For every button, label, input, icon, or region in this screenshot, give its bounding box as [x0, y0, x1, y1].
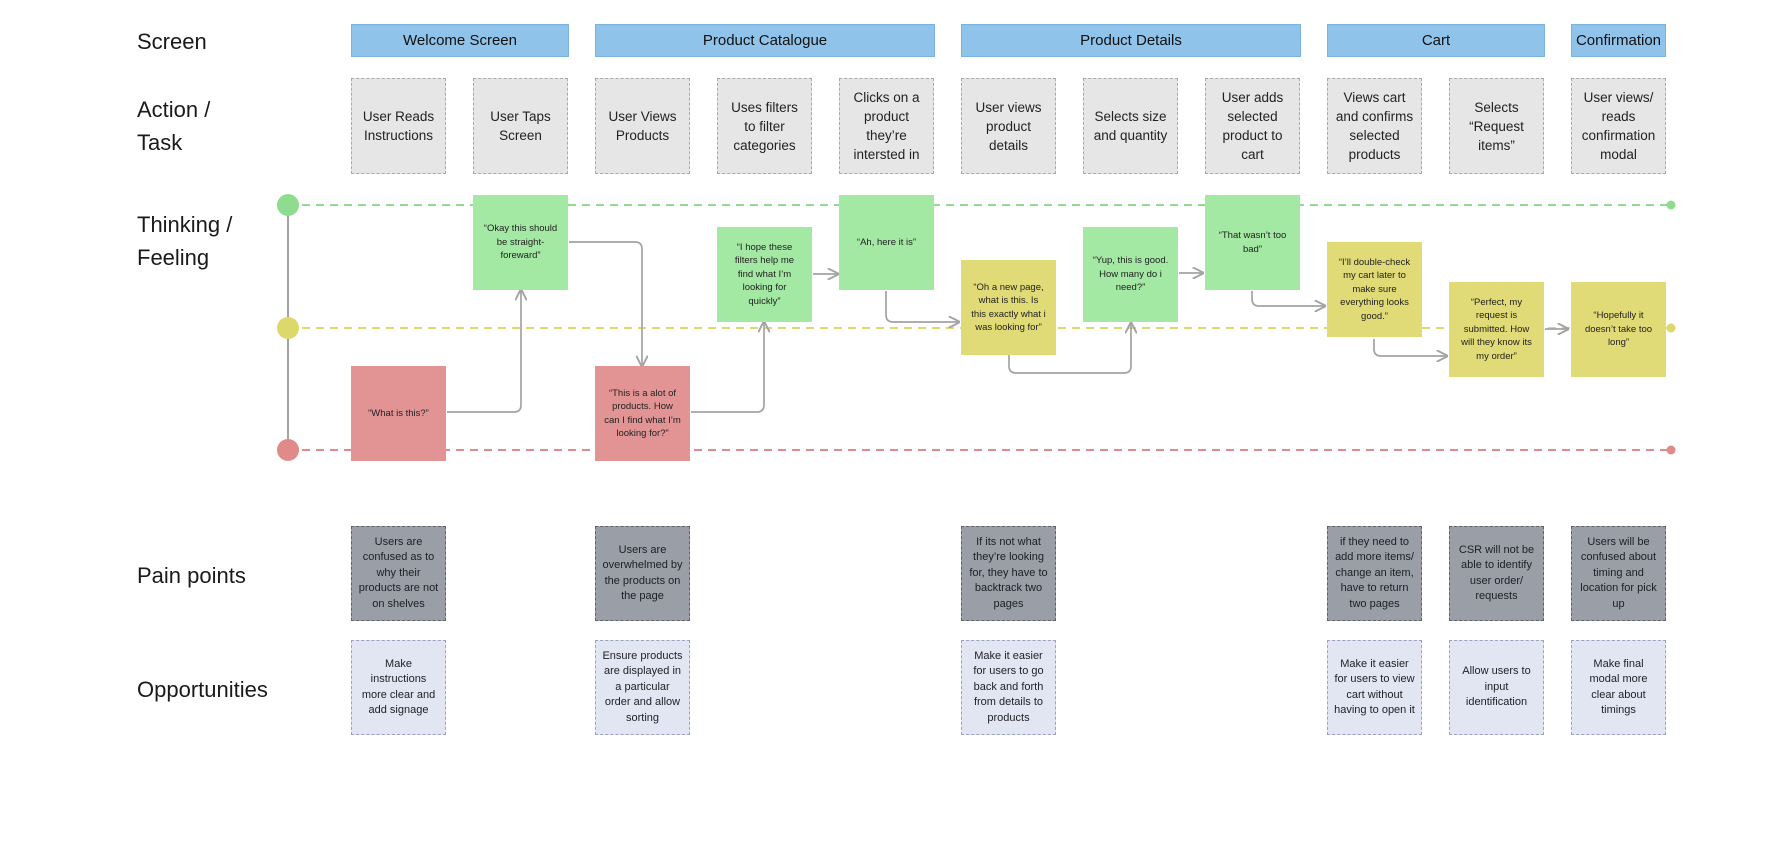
- feeling-note: “Ah, here it is”: [839, 195, 934, 290]
- positive-end-dot: [1666, 200, 1676, 210]
- neutral-end-dot: [1666, 323, 1676, 333]
- feeling-note: “I hope these filters help me find what …: [717, 227, 812, 322]
- task-card: User Reads Instructions: [351, 78, 446, 174]
- screen-header-confirmation: Confirmation: [1571, 24, 1666, 57]
- screen-header-welcome: Welcome Screen: [351, 24, 569, 57]
- screen-header-product-details: Product Details: [961, 24, 1301, 57]
- pain-point-card: if they need to add more items/ change a…: [1327, 526, 1422, 621]
- feeling-note: “Okay this should be straight-foreward”: [473, 195, 568, 290]
- opportunity-card: Allow users to input identification: [1449, 640, 1544, 735]
- feeling-note: “This is a alot of products. How can I f…: [595, 366, 690, 461]
- connector-arrow: [1251, 291, 1325, 306]
- task-card: User adds selected product to cart: [1205, 78, 1300, 174]
- pain-point-card: CSR will not be able to identify user or…: [1449, 526, 1544, 621]
- row-label-thinking-feeling: Thinking / Feeling: [137, 212, 233, 270]
- opportunity-card: Make it easier for users to view cart wi…: [1327, 640, 1422, 735]
- task-card: User views product details: [961, 78, 1056, 174]
- neutral-marker: [277, 317, 299, 339]
- screen-header-cart: Cart: [1327, 24, 1545, 57]
- task-card: User Taps Screen: [473, 78, 568, 174]
- task-card: Selects size and quantity: [1083, 78, 1178, 174]
- row-label-screen: Screen: [137, 29, 207, 54]
- opportunity-card: Make instructions more clear and add sig…: [351, 640, 446, 735]
- pain-point-card: Users will be confused about timing and …: [1571, 526, 1666, 621]
- connector-arrow: [447, 290, 521, 413]
- pain-point-card: If its not what they’re looking for, the…: [961, 526, 1056, 621]
- feeling-note: “Oh a new page, what is this. Is this ex…: [961, 260, 1056, 355]
- task-card: User Views Products: [595, 78, 690, 174]
- pain-point-card: Users are overwhelmed by the products on…: [595, 526, 690, 621]
- pain-point-card: Users are confused as to why their produ…: [351, 526, 446, 621]
- row-label-opportunities: Opportunities: [137, 677, 268, 702]
- opportunity-card: Make final modal more clear about timing…: [1571, 640, 1666, 735]
- connector-arrow: [569, 241, 642, 366]
- task-card: Clicks on a product they’re intersted in: [839, 78, 934, 174]
- feeling-note: “That wasn’t too bad”: [1205, 195, 1300, 290]
- negative-marker: [277, 439, 299, 461]
- feeling-note: “Hopefully it doesn’t take too long”: [1571, 282, 1666, 377]
- feeling-note: “Yup, this is good. How many do i need?”: [1083, 227, 1178, 322]
- positive-marker: [277, 194, 299, 216]
- connector-arrow: [885, 291, 959, 322]
- task-card: Views cart and confirms selected product…: [1327, 78, 1422, 174]
- feeling-note: “Perfect, my request is submitted. How w…: [1449, 282, 1544, 377]
- opportunity-card: Ensure products are displayed in a parti…: [595, 640, 690, 735]
- screen-header-product-catalogue: Product Catalogue: [595, 24, 935, 57]
- task-card: Selects “Request items”: [1449, 78, 1544, 174]
- connector-arrow: [1008, 323, 1131, 374]
- connector-arrow: [691, 322, 764, 413]
- row-label-pain-points: Pain points: [137, 563, 246, 588]
- feeling-note: “I’ll double-check my cart later to make…: [1327, 242, 1422, 337]
- row-label-action-task: Action / Task: [137, 97, 211, 155]
- opportunity-card: Make it easier for users to go back and …: [961, 640, 1056, 735]
- task-card: User views/ reads confirmation modal: [1571, 78, 1666, 174]
- connector-arrow: [1373, 339, 1447, 356]
- task-card: Uses filters to filter categories: [717, 78, 812, 174]
- feeling-note: “What is this?”: [351, 366, 446, 461]
- negative-end-dot: [1666, 445, 1676, 455]
